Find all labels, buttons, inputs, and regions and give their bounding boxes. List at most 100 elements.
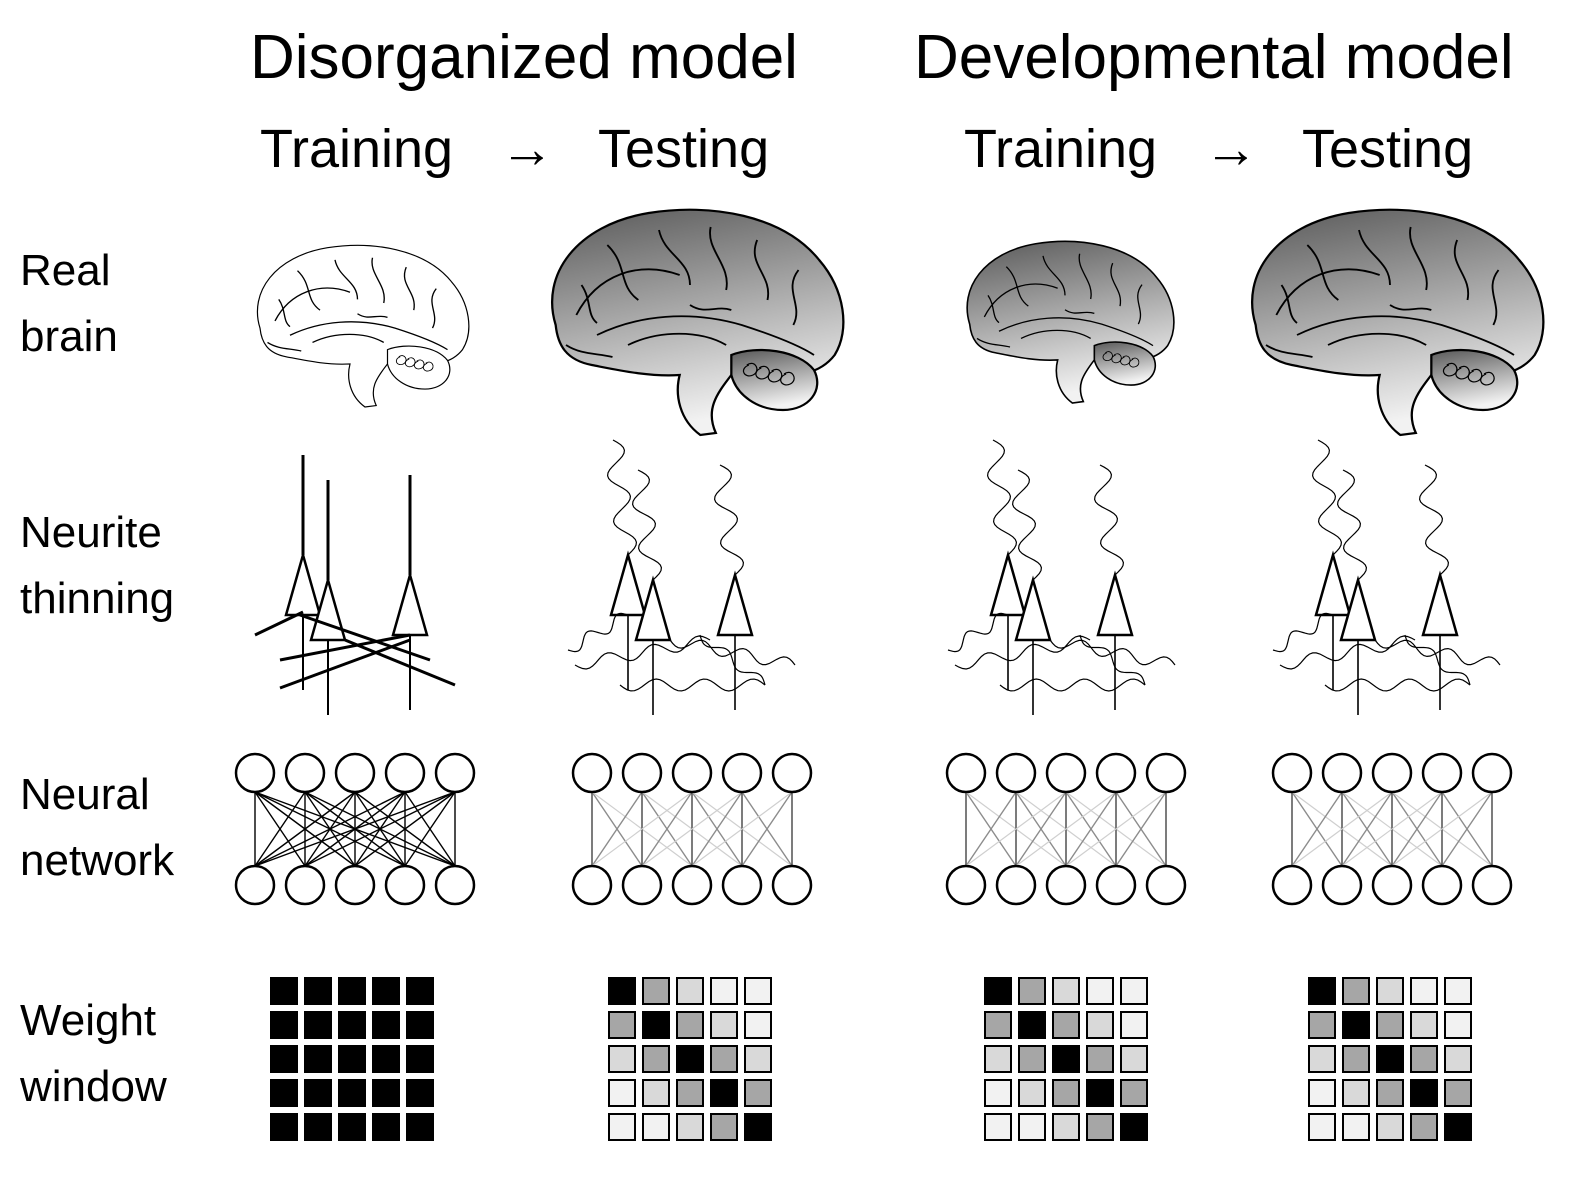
weight-cell	[1308, 977, 1336, 1005]
output-node	[234, 864, 276, 906]
soma-triangle	[716, 570, 754, 637]
network-connection	[965, 791, 1067, 867]
soma-triangle	[634, 575, 672, 642]
brain-gyrus	[1005, 266, 1029, 307]
network-connection	[1441, 791, 1493, 867]
weight-cell	[1342, 1079, 1370, 1107]
weight-cell	[1120, 1045, 1148, 1073]
weight-cell	[1120, 1079, 1148, 1107]
weight-cell	[676, 1011, 704, 1039]
cerebellum-fold	[1111, 353, 1122, 364]
output-node	[1421, 864, 1463, 906]
neurite-panel	[254, 455, 456, 715]
weight-cell	[338, 977, 366, 1005]
weight-cell	[744, 1045, 772, 1073]
network-connection	[304, 791, 456, 867]
cerebellum-shape	[1430, 348, 1519, 412]
row-label-neurite-thinning: Neurite thinning	[20, 500, 174, 632]
weight-cell	[642, 1079, 670, 1107]
network-connection	[1115, 791, 1167, 867]
weight-cell	[984, 1011, 1012, 1039]
network-connection	[354, 791, 456, 867]
brain-illustration	[256, 244, 470, 408]
input-node	[671, 752, 713, 794]
weight-cell	[1018, 1113, 1046, 1141]
cerebellum-fold	[1455, 365, 1470, 380]
neurite-wavy	[1324, 678, 1471, 692]
output-node	[1095, 864, 1137, 906]
developmental-model-title: Developmental model	[914, 23, 1514, 92]
neurite-wavy	[631, 469, 663, 581]
network-connection	[1291, 791, 1393, 867]
input-node	[1421, 752, 1463, 794]
network-connection	[691, 791, 793, 867]
weight-cell	[642, 977, 670, 1005]
neurite-panel	[947, 439, 1176, 715]
output-node	[671, 864, 713, 906]
brain-gyrus	[689, 304, 732, 311]
brain-gyrus	[1327, 332, 1427, 346]
weight-cell	[1376, 1079, 1404, 1107]
weight-cell	[1086, 1113, 1114, 1141]
neural-network	[945, 752, 1187, 906]
output-node	[1271, 864, 1313, 906]
weight-cell	[710, 977, 738, 1005]
row-label-line: network	[20, 836, 175, 885]
weight-cell	[304, 1113, 332, 1141]
brain-gyrus	[403, 266, 415, 311]
brain-gyrus	[1491, 269, 1500, 326]
weight-cell	[710, 1113, 738, 1141]
output-node	[945, 864, 987, 906]
weight-cell	[1120, 1011, 1148, 1039]
weight-cell	[676, 1045, 704, 1073]
soma-triangle	[284, 550, 322, 617]
brain-gyrus	[627, 332, 727, 346]
neurite-wavy	[1404, 634, 1471, 686]
cerebellum-fold	[755, 365, 770, 380]
cerebellum-fold	[413, 359, 425, 370]
brain-gyrus	[297, 270, 321, 311]
weight-cell	[1052, 1079, 1080, 1107]
neurite-wavy	[1079, 634, 1146, 686]
neurite-wavy	[1311, 439, 1343, 556]
network-connection	[1065, 791, 1117, 867]
input-node	[995, 752, 1037, 794]
brain-gyrus	[1064, 309, 1095, 314]
weight-cell	[984, 1045, 1012, 1073]
weight-cell	[1018, 977, 1046, 1005]
brain-gyrus	[606, 244, 639, 301]
weight-cell	[710, 1011, 738, 1039]
network-connection	[1015, 791, 1067, 867]
weight-cell	[1052, 977, 1080, 1005]
soma-triangle	[1421, 570, 1459, 637]
weight-cell	[1444, 977, 1472, 1005]
row-label-line: brain	[20, 312, 118, 361]
weight-window	[270, 977, 434, 1141]
output-node	[621, 864, 663, 906]
weight-cell	[1120, 977, 1148, 1005]
brain-gyrus	[1137, 284, 1143, 325]
weight-cell	[1444, 1011, 1472, 1039]
weight-cell	[372, 1113, 400, 1141]
brain-gyrus	[976, 337, 1011, 348]
network-connection	[1015, 791, 1117, 867]
output-node	[995, 864, 1037, 906]
output-node	[434, 864, 476, 906]
row-label-neural-network: Neural network	[20, 762, 174, 894]
developmental-arrow: →	[1204, 119, 1258, 179]
weight-cell	[338, 1113, 366, 1141]
network-connection	[1291, 791, 1343, 867]
weight-cell	[1444, 1045, 1472, 1073]
network-connection	[254, 791, 456, 867]
weight-cell	[406, 1113, 434, 1141]
weight-cell	[744, 1113, 772, 1141]
soma-triangle	[609, 550, 647, 617]
disorganized-model-title: Disorganized model	[250, 23, 798, 92]
neurite-wavy	[669, 639, 796, 666]
cerebellum-fold	[1442, 362, 1458, 377]
weight-cell	[270, 1011, 298, 1039]
network-connection	[641, 791, 693, 867]
brain-gyrus	[357, 313, 388, 318]
disorganized-testing-label: Testing	[598, 119, 770, 179]
weight-cell	[1342, 977, 1370, 1005]
